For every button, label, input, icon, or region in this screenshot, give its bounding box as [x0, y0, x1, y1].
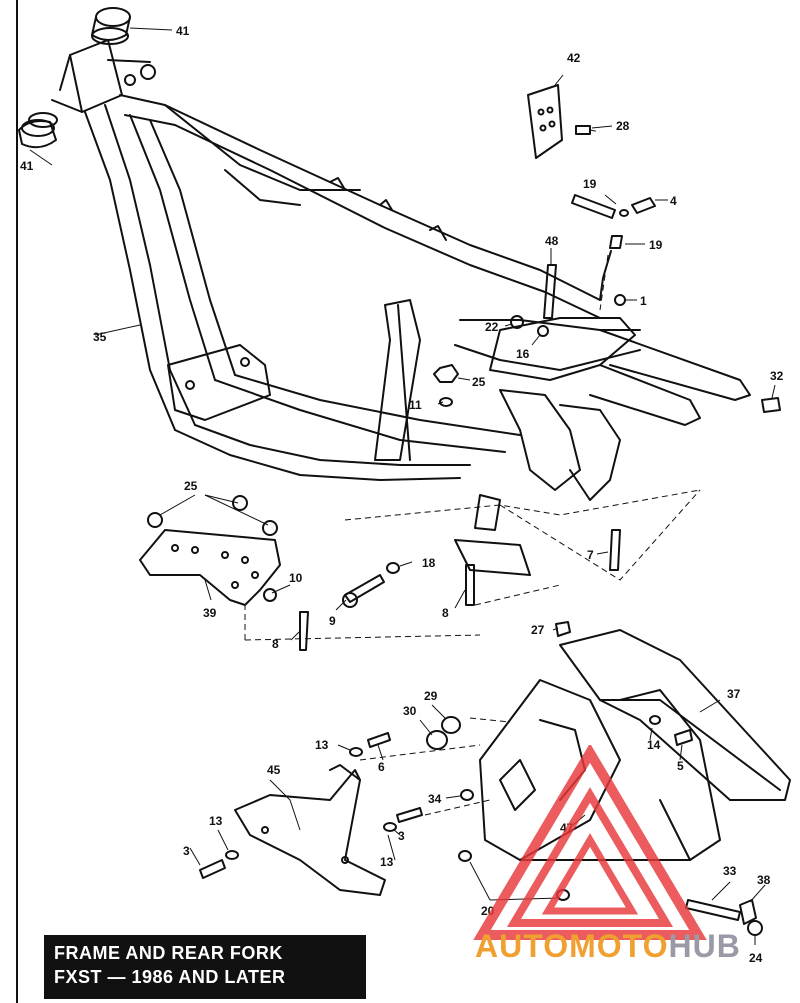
callout-16: 16 [516, 347, 530, 361]
spacer-18 [386, 562, 400, 574]
nut-1 [614, 294, 626, 306]
washer-14 [649, 715, 661, 725]
washer-13-right [383, 822, 397, 832]
bolt-3-left [199, 859, 226, 879]
shock-bolt-19-4 [571, 194, 656, 301]
steering-head-cup-lower [18, 112, 58, 149]
callout-7: 7 [587, 548, 594, 562]
callout-9: 9 [329, 614, 336, 628]
callout-22: 22 [485, 320, 499, 334]
callout-34: 34 [428, 792, 442, 806]
watermark-text-primary: AUTOMOTO [475, 928, 669, 964]
callout-28: 28 [616, 119, 630, 133]
callout-39: 39 [203, 606, 217, 620]
callout-27: 27 [531, 623, 545, 637]
diagram-title-box: FRAME AND REAR FORK FXST — 1986 AND LATE… [44, 935, 366, 999]
callout-42: 42 [567, 51, 581, 65]
callout-45: 45 [267, 763, 281, 777]
callout-14: 14 [647, 738, 661, 752]
automotohub-logo-icon [473, 745, 707, 940]
bolt-7 [609, 529, 621, 571]
bracket-42 [527, 84, 563, 159]
bolt-6 [367, 732, 391, 748]
callout-30: 30 [403, 704, 417, 718]
callout-33: 33 [723, 864, 737, 878]
callout-25-lower: 25 [184, 479, 198, 493]
nut-24 [747, 920, 763, 936]
callout-18: 18 [422, 556, 436, 570]
callout-5: 5 [677, 759, 684, 773]
guard-45 [234, 764, 386, 896]
callout-10: 10 [289, 571, 303, 585]
washer-16 [537, 325, 549, 337]
washer-13-upper [349, 747, 363, 757]
callout-3-right: 3 [398, 829, 405, 843]
spacer-29-30 [426, 716, 461, 750]
callout-8-left: 8 [272, 637, 279, 651]
bolt-28 [575, 125, 591, 135]
bolt-3-right [396, 807, 423, 823]
bolt-32 [761, 397, 781, 413]
left-border-line [16, 0, 18, 1003]
watermark-text-secondary: HUB [668, 928, 741, 964]
watermark-text: AUTOMOTOHUB [475, 928, 741, 965]
callout-41-lower: 41 [20, 159, 34, 173]
steering-head-cup-upper [91, 7, 131, 45]
callout-32: 32 [770, 369, 784, 383]
nut-25-upper [433, 364, 459, 407]
callout-3-left: 3 [183, 844, 190, 858]
callout-8-right: 8 [442, 606, 449, 620]
washer-34 [460, 789, 474, 801]
steering-head [51, 39, 156, 113]
callout-13-left: 13 [209, 814, 223, 828]
callout-13-upper: 13 [315, 738, 329, 752]
callout-1: 1 [640, 294, 647, 308]
leader-lines [29, 27, 776, 945]
callout-4: 4 [670, 194, 677, 208]
bracket-38 [739, 899, 757, 925]
callout-11: 11 [409, 398, 422, 412]
nut-22 [510, 315, 524, 329]
callout-19-lower: 19 [649, 238, 663, 252]
main-frame [84, 94, 751, 576]
diagram-title-line2: FXST — 1986 AND LATER [54, 967, 286, 987]
callout-24: 24 [749, 951, 763, 965]
bolt-8-right [465, 564, 475, 606]
stud-48 [543, 264, 557, 319]
callout-13-lower: 13 [380, 855, 394, 869]
bolt-8-left [299, 611, 309, 651]
explode-lines [244, 129, 701, 816]
callout-38: 38 [757, 873, 771, 887]
callout-41-upper: 41 [176, 24, 190, 38]
washer-13-left [225, 850, 239, 860]
bolt-27 [555, 621, 571, 637]
callout-48: 48 [545, 234, 559, 248]
engine-mount-39 [139, 495, 281, 606]
nut-20-a [458, 850, 472, 862]
bolt-9 [342, 574, 385, 608]
callout-6: 6 [378, 760, 385, 774]
callout-19-upper: 19 [583, 177, 597, 191]
callout-37: 37 [727, 687, 741, 701]
diagram-title-line1: FRAME AND REAR FORK [54, 943, 283, 963]
bolt-5 [674, 729, 693, 746]
callout-35: 35 [93, 330, 107, 344]
bolt-33 [685, 899, 741, 921]
callout-25-upper: 25 [472, 375, 486, 389]
callout-29: 29 [424, 689, 438, 703]
